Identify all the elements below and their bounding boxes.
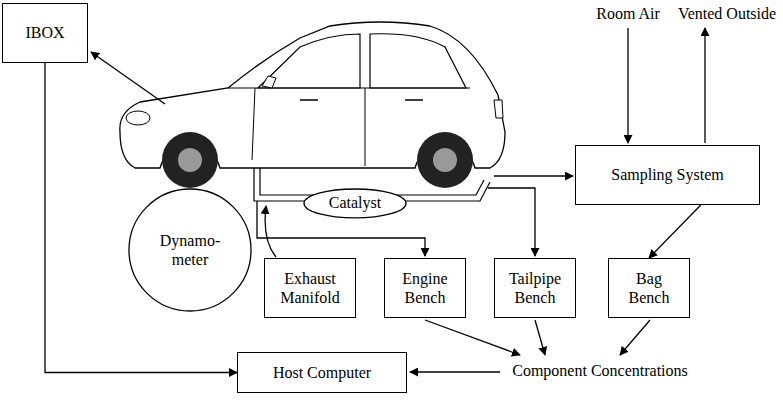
car-headlight xyxy=(126,111,150,125)
circle-outline xyxy=(129,189,251,311)
node-text: Catalyst xyxy=(329,193,381,212)
pointer-arrow xyxy=(265,206,276,257)
sample-line xyxy=(488,188,535,256)
vent-arrow xyxy=(704,28,705,143)
exhaust-flow-arrow xyxy=(494,175,573,176)
process-box: Exhaust Manifold xyxy=(264,258,356,318)
signal-arrow xyxy=(91,52,165,104)
node-text: Host Computer xyxy=(273,363,371,382)
car-window xyxy=(258,34,360,88)
car-door-handle xyxy=(300,99,423,101)
node-text: Dynamo- meter xyxy=(159,231,221,269)
flow-label: Vented Outside xyxy=(676,4,778,23)
data-arrow xyxy=(410,371,500,372)
connector-arrow xyxy=(649,205,701,258)
device-box: IBOX xyxy=(2,3,88,63)
node-text: Bag Bench xyxy=(627,269,672,307)
data-arrow xyxy=(620,320,650,355)
dynamometer-circle: Dynamo- meter xyxy=(128,188,252,312)
computer-box: Host Computer xyxy=(237,352,407,393)
bench-box: Engine Bench xyxy=(384,258,466,318)
wheel-hub xyxy=(433,148,457,172)
bench-box: Tailpipe Bench xyxy=(494,258,576,318)
bench-box: Bag Bench xyxy=(608,258,690,318)
node-text: IBOX xyxy=(25,23,64,42)
data-label: Component Concentrations xyxy=(510,361,690,380)
wheel xyxy=(417,132,473,188)
node-text: Exhaust Manifold xyxy=(270,269,350,307)
data-arrow xyxy=(425,320,520,355)
node-text: Tailpipe Bench xyxy=(500,269,570,307)
node-text: Engine Bench xyxy=(390,269,460,307)
car-taillight xyxy=(494,100,503,118)
car-mirror xyxy=(262,76,276,88)
wheel xyxy=(162,132,218,188)
node-text: Sampling System xyxy=(611,165,723,184)
circle-outline xyxy=(128,188,252,312)
data-arrow xyxy=(535,320,545,355)
catalyst-ellipse: Catalyst xyxy=(303,188,407,219)
flow-label: Room Air xyxy=(594,4,662,23)
ellipse-outline xyxy=(304,189,406,218)
air-arrow xyxy=(627,28,628,143)
car-window xyxy=(370,34,466,88)
wheel-hub xyxy=(178,148,202,172)
process-box: Sampling System xyxy=(575,145,760,205)
